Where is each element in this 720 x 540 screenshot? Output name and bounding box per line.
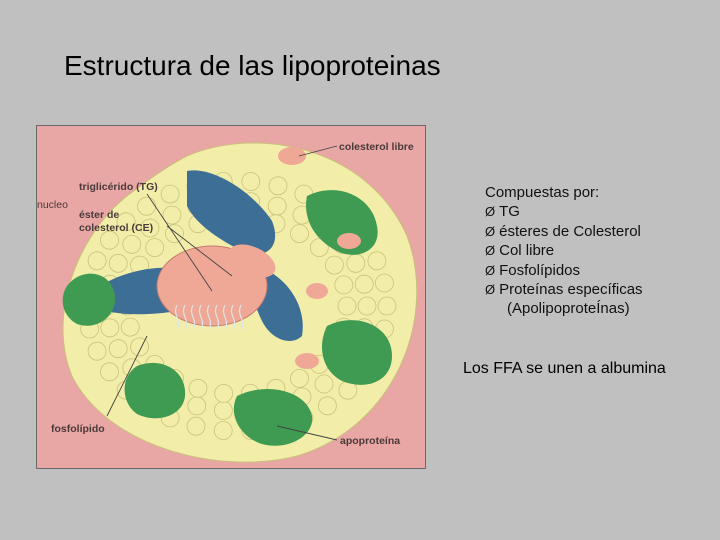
fatty-acid-tail xyxy=(214,304,220,332)
bullet-arrow-icon: Ø xyxy=(485,262,496,278)
bullet-arrow-icon: Ø xyxy=(485,243,496,259)
fatty-acid-tail xyxy=(230,304,236,332)
phospholipid-head xyxy=(354,274,374,294)
phospholipid-head xyxy=(130,337,149,357)
phospholipid-head xyxy=(213,421,233,440)
phospholipid-head xyxy=(337,296,357,316)
phospholipid-head xyxy=(357,296,377,316)
phospholipid-head xyxy=(100,230,119,250)
phospholipid-head xyxy=(290,368,309,388)
phospholipid-head xyxy=(100,318,120,338)
label-free-cholesterol: colesterol libre xyxy=(339,141,414,153)
phospholipid-head xyxy=(87,251,107,271)
leader-free-cholesterol xyxy=(298,145,338,157)
phospholipid-head xyxy=(377,296,397,316)
phospholipid-head xyxy=(367,251,387,271)
phospholipid-head xyxy=(346,253,366,273)
label-triglyceride: triglicérido (TG) xyxy=(79,181,158,193)
free-cholesterol-3 xyxy=(306,283,328,299)
fatty-acid-tail xyxy=(198,304,204,332)
composition-heading: Compuestas por: xyxy=(485,184,600,201)
bullet-arrow-icon: Ø xyxy=(485,282,496,298)
ffa-note: Los FFA se unen a albumina xyxy=(463,360,666,377)
phospholipid-head xyxy=(268,176,288,196)
label-ester-line1: éster de xyxy=(79,209,119,221)
bullet-arrow-icon: Ø xyxy=(485,204,496,220)
fatty-acid-tail xyxy=(206,304,212,332)
phospholipid-head xyxy=(334,275,354,295)
lipoprotein-diagram: colesterol libre nucleo triglicérido (TG… xyxy=(36,125,426,469)
phospholipid-head xyxy=(160,184,180,204)
phospholipid-head xyxy=(314,374,334,394)
phospholipid-head xyxy=(100,362,119,382)
phospholipid-head xyxy=(186,416,206,436)
phospholipid-head xyxy=(309,238,329,257)
label-phospholipid: fosfolípido xyxy=(51,423,105,435)
fatty-acid-tail xyxy=(182,304,188,332)
phospholipid-head xyxy=(122,234,142,254)
phospholipid-head xyxy=(213,400,233,420)
phospholipid-head xyxy=(317,396,337,416)
fatty-acid-tail xyxy=(190,304,196,332)
phospholipid-head xyxy=(87,341,107,361)
leader-ester xyxy=(166,225,233,277)
apoprotein-5 xyxy=(62,273,116,326)
phospholipid-head xyxy=(267,196,287,216)
fatty-acid-tails xyxy=(174,304,244,332)
leader-apoprotein xyxy=(276,425,338,441)
phospholipid-head xyxy=(137,196,156,216)
apoprotein-3 xyxy=(233,388,313,446)
label-apoprotein: apoproteína xyxy=(340,435,400,447)
phospholipid-head xyxy=(214,383,234,403)
composition-note: (ApolipoproteÍnas) xyxy=(507,300,630,318)
label-core: nucleo xyxy=(37,199,68,211)
leader-phospholipid xyxy=(106,335,148,417)
phospholipid-head xyxy=(187,396,207,416)
phospholipid-head xyxy=(162,205,182,225)
phospholipid-head xyxy=(108,253,128,273)
phospholipid-head xyxy=(108,339,128,359)
phospholipid-head xyxy=(120,317,140,337)
phospholipid-head xyxy=(241,172,261,191)
phospholipid-head xyxy=(188,378,208,398)
phospholipid-head xyxy=(140,218,160,238)
apoprotein-4 xyxy=(124,362,186,419)
phospholipid-head xyxy=(145,238,165,257)
phospholipid-head xyxy=(116,212,136,232)
fatty-acid-tail xyxy=(238,304,244,332)
bullet-arrow-icon: Ø xyxy=(485,223,496,239)
phospholipid-head xyxy=(324,255,344,275)
core-region-upper xyxy=(187,170,276,255)
slide-title: Estructura de las lipoproteinas xyxy=(64,50,441,81)
label-ester-line2: colesterol (CE) xyxy=(79,222,153,234)
free-cholesterol-1 xyxy=(278,147,306,165)
ester-core xyxy=(228,244,276,278)
fatty-acid-tail xyxy=(222,304,228,332)
apoprotein-2 xyxy=(322,320,392,385)
free-cholesterol-2 xyxy=(337,233,361,249)
phospholipid-head xyxy=(290,224,309,243)
fatty-acid-tail xyxy=(174,304,180,332)
free-cholesterol-4 xyxy=(295,353,319,369)
leader-triglyceride xyxy=(146,193,213,292)
phospholipid-head xyxy=(374,273,394,293)
